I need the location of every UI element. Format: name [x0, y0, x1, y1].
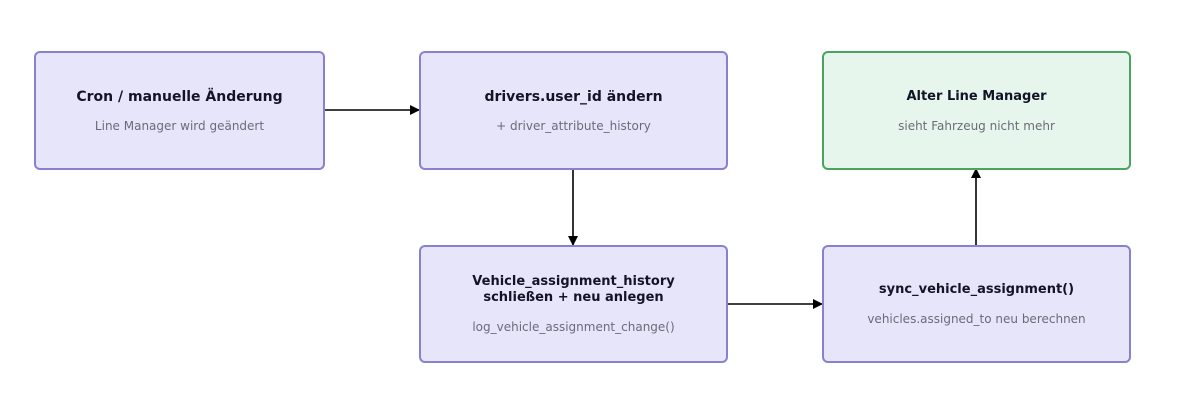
node-drivers-user-id-title: drivers.user_id ändern: [484, 88, 663, 105]
node-assignment-history-title-line1: Vehicle_assignment_history: [472, 274, 675, 289]
node-cron-change: Cron / manuelle Änderung Line Manager wi…: [34, 51, 325, 170]
node-sync-assignment-title: sync_vehicle_assignment(): [878, 282, 1075, 297]
node-old-line-manager-subtitle: sieht Fahrzeug nicht mehr: [898, 118, 1055, 133]
node-assignment-history-title-line2: schließen + neu anlegen: [483, 290, 664, 305]
node-old-line-manager-title: Alter Line Manager: [906, 88, 1047, 104]
node-drivers-user-id-subtitle: + driver_attribute_history: [496, 118, 651, 133]
node-old-line-manager: Alter Line Manager sieht Fahrzeug nicht …: [822, 51, 1131, 170]
node-assignment-history-subtitle: log_vehicle_assignment_change(): [472, 320, 675, 334]
node-assignment-history-title: Vehicle_assignment_history schließen + n…: [472, 274, 674, 306]
node-assignment-history: Vehicle_assignment_history schließen + n…: [419, 245, 728, 363]
node-cron-change-title: Cron / manuelle Änderung: [76, 88, 283, 105]
node-drivers-user-id: drivers.user_id ändern + driver_attribut…: [419, 51, 728, 170]
node-cron-change-subtitle: Line Manager wird geändert: [94, 118, 265, 133]
node-sync-assignment-subtitle: vehicles.assigned_to neu berechnen: [867, 312, 1086, 326]
node-sync-assignment: sync_vehicle_assignment() vehicles.assig…: [822, 245, 1131, 363]
